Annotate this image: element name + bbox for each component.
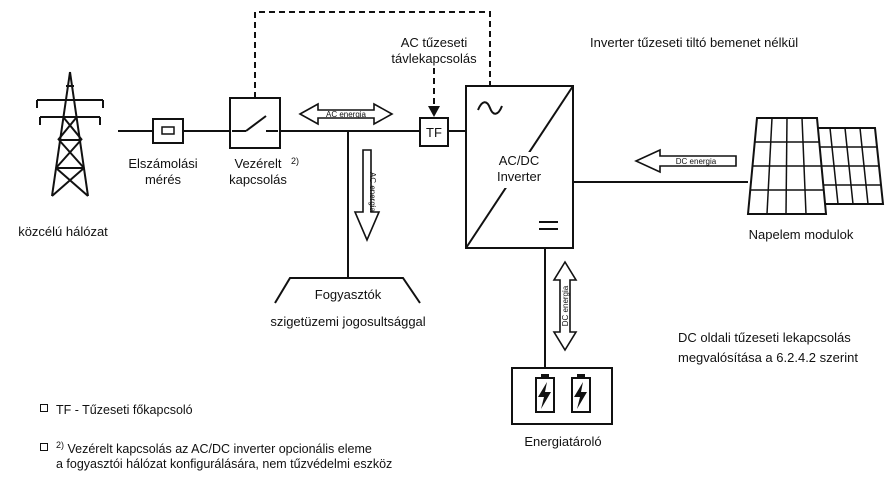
grid-label: közcélú hálózat bbox=[18, 224, 108, 239]
inverter-note-label: Inverter tűzeseti tiltó bemenet nélkül bbox=[590, 35, 798, 50]
legend-item-controlled-line1: Vezérelt kapcsolás az AC/DC inverter opc… bbox=[67, 442, 372, 457]
storage-label: Energiatároló bbox=[524, 434, 601, 449]
legend-item-tf-text: TF - Tűzeseti főkapcsoló bbox=[56, 403, 193, 417]
tf-box bbox=[419, 117, 449, 147]
power-pylon-icon bbox=[36, 71, 104, 197]
remote-shutdown-arrowhead bbox=[428, 106, 440, 117]
battery-icon bbox=[571, 374, 591, 413]
meter-display bbox=[161, 126, 175, 135]
legend-item-controlled: 2) Vezérelt kapcsolás az AC/DC inverter … bbox=[40, 438, 392, 472]
consumers-label-1: Fogyasztók bbox=[315, 287, 382, 302]
dc-symbol-icon bbox=[539, 221, 558, 230]
consumers-bus bbox=[274, 277, 421, 304]
ac-energy-double-arrow bbox=[298, 102, 394, 126]
control-dashed-line bbox=[254, 11, 491, 98]
switch-symbol-icon bbox=[232, 115, 278, 132]
bullet-icon bbox=[40, 404, 48, 412]
ac-energy-down-arrow bbox=[353, 149, 381, 243]
ac-energy-v-label: AC energia bbox=[368, 172, 377, 213]
storage-box bbox=[511, 367, 613, 425]
ac-remote-label-2: távlekapcsolás bbox=[391, 51, 477, 66]
dc-note-label-2: megvalósítása a 6.2.4.2 szerint bbox=[678, 350, 858, 365]
bullet-icon bbox=[40, 443, 48, 452]
ac-sine-icon bbox=[477, 101, 503, 115]
battery-icon bbox=[535, 374, 555, 413]
tf-label: TF bbox=[426, 125, 442, 140]
legend-item-controlled-sup: 2) bbox=[56, 440, 65, 450]
inverter-label-1: AC/DC bbox=[499, 153, 539, 168]
dc-energy-left-arrow bbox=[634, 148, 737, 174]
controlled-switch-label-2: kapcsolás bbox=[229, 172, 287, 187]
legend-item-tf: TF - Tűzeseti főkapcsoló bbox=[40, 403, 193, 418]
solar-panel-icon bbox=[746, 117, 828, 215]
inverter-label-2: Inverter bbox=[497, 169, 542, 184]
dc-energy-v-label: DC energia bbox=[561, 285, 570, 326]
controlled-switch-sup: 2) bbox=[291, 156, 299, 166]
meter-label-1: Elszámolási bbox=[128, 156, 197, 171]
pv-label: Napelem modulok bbox=[749, 227, 854, 242]
dc-energy-h-label: DC energia bbox=[676, 157, 717, 166]
legend-item-controlled-line2: a fogyasztói hálózat konfigurálására, ne… bbox=[56, 457, 393, 472]
ac-remote-label-1: AC tűzeseti bbox=[401, 35, 468, 50]
meter-label-2: mérés bbox=[145, 172, 182, 187]
controlled-switch-label-1: Vezérelt bbox=[235, 156, 282, 171]
consumers-label-2: szigetüzemi jogosultsággal bbox=[270, 314, 425, 329]
ac-energy-h-label: AC energia bbox=[326, 110, 367, 119]
inverter-label-bg bbox=[486, 152, 552, 188]
solar-panel-icon bbox=[813, 127, 885, 205]
dc-energy-double-arrow bbox=[552, 260, 578, 352]
dc-note-label-1: DC oldali tűzeseti lekapcsolás bbox=[678, 330, 851, 345]
